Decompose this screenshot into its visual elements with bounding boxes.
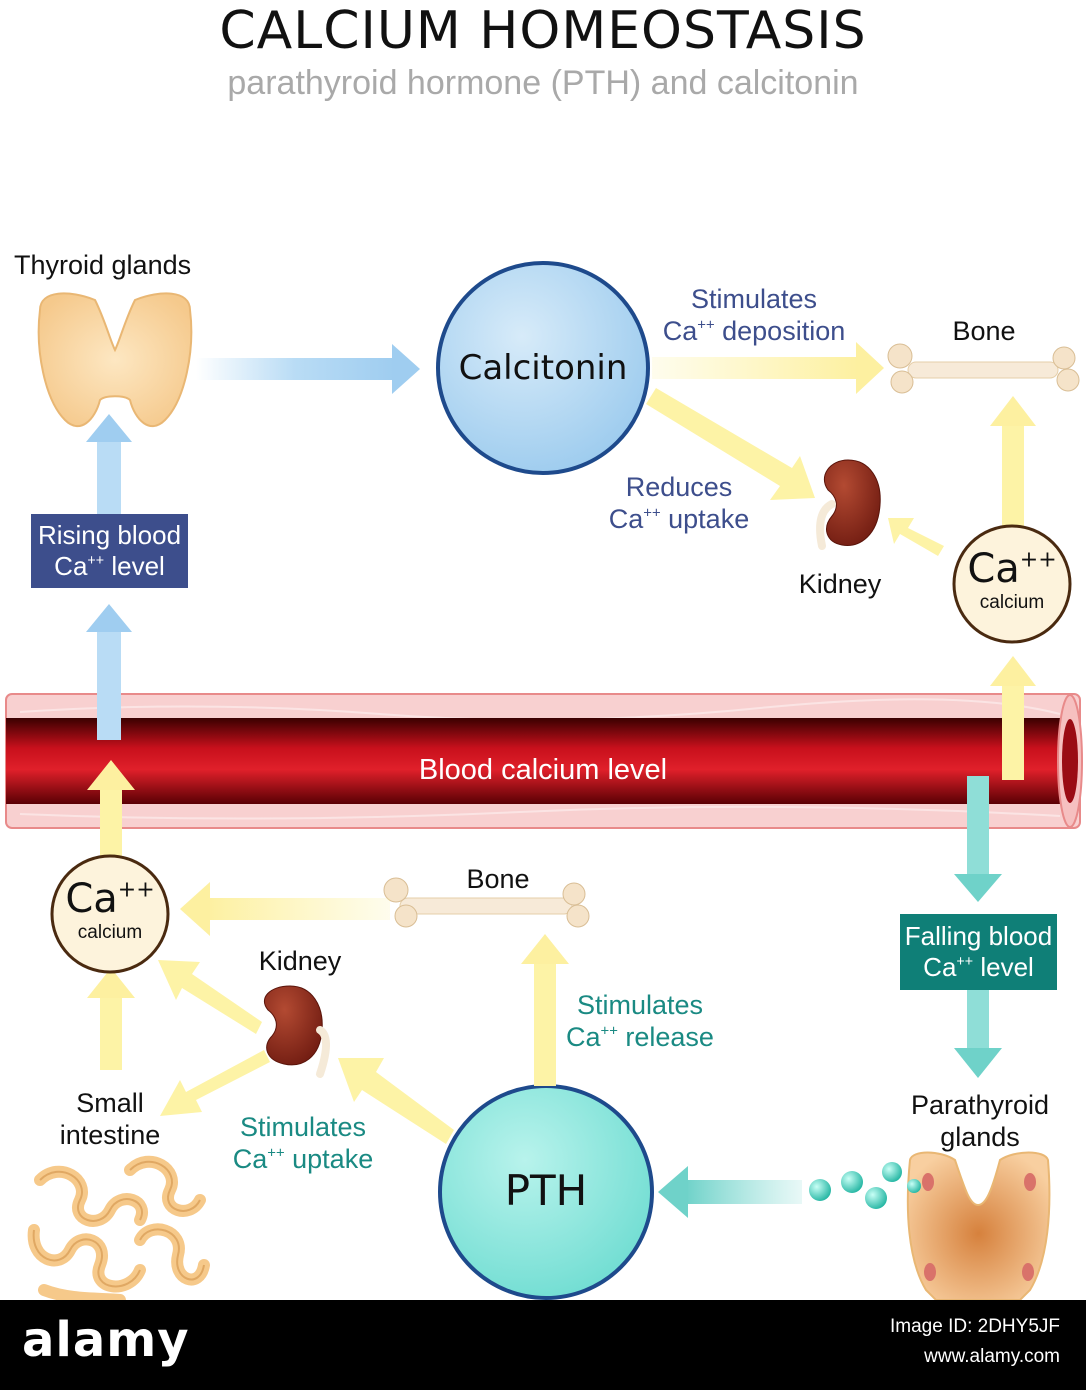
reduces-uptake-line1: Reduces (625, 472, 733, 502)
small-intestine-label-line2: intestine (59, 1120, 161, 1150)
calcium-left-caption: calcium (77, 922, 143, 943)
small-intestine-label-line1: Small (76, 1088, 144, 1118)
calcium-homeostasis-diagram: CALCIUM HOMEOSTASIS parathyroid hormone … (5, 1, 1083, 1300)
rising-box-line2: Ca++ level (54, 551, 165, 581)
arrow-calcium-to-bone-top (990, 396, 1036, 528)
arrow-bone-to-calcium-left (180, 882, 390, 936)
arrow-kidney-to-intestine (160, 1050, 270, 1116)
parathyroid-gland-illustration (906, 1151, 1051, 1300)
thyroid-gland-illustration (37, 292, 193, 428)
stimulates-release-line2: Ca++ release (566, 1022, 714, 1052)
arrow-kidney-to-calcium-left (158, 960, 262, 1034)
calcium-left-symbol: Ca++ (65, 876, 155, 922)
parathyroid-label-line1: Parathyroid (910, 1090, 1050, 1120)
calcitonin-label: Calcitonin (458, 348, 628, 388)
arrow-calcium-left-to-vessel (87, 760, 135, 856)
arrow-calcitonin-to-bone (652, 342, 884, 394)
reduces-uptake-line2: Ca++ uptake (608, 504, 750, 534)
rising-blood-level-box: Rising blood Ca++ level (31, 514, 188, 588)
arrow-pth-to-kidney-bottom (338, 1058, 454, 1144)
arrow-vessel-to-falling-box (954, 776, 1002, 902)
calcium-circle-left (50, 854, 170, 974)
calcium-right-symbol: Ca++ (967, 546, 1057, 592)
bone-top-illustration (887, 343, 1080, 394)
falling-box-line2: Ca++ level (923, 952, 1034, 982)
diagram-subtitle: parathyroid hormone (PTH) and calcitonin (227, 64, 859, 102)
blood-vessel (5, 693, 1083, 829)
kidney-bottom-illustration (263, 985, 330, 1078)
blood-vessel-label: Blood calcium level (418, 754, 668, 786)
bone-bottom-label: Bone (466, 864, 530, 894)
diagram-title: CALCIUM HOMEOSTASIS (219, 1, 867, 61)
bone-top-label: Bone (952, 316, 1016, 346)
stimulates-deposition-line1: Stimulates (690, 284, 818, 314)
arrow-rising-box-to-thyroid (86, 414, 132, 516)
bone-bottom-illustration (383, 877, 590, 928)
pth-label: PTH (504, 1166, 588, 1215)
kidney-top-label: Kidney (798, 569, 882, 599)
arrow-thyroid-to-calcitonin (196, 344, 420, 394)
arrow-intestine-to-calcium-left (87, 968, 135, 1070)
pth-beads (809, 1162, 921, 1209)
arrow-calcitonin-to-kidney (646, 388, 815, 500)
falling-box-line1: Falling blood (904, 920, 1053, 951)
calcium-circle-right (952, 524, 1072, 644)
parathyroid-label-line2: glands (940, 1122, 1020, 1152)
stimulates-release-line1: Stimulates (576, 990, 704, 1020)
falling-blood-level-box: Falling blood Ca++ level (900, 914, 1057, 990)
thyroid-glands-label: Thyroid glands (14, 250, 192, 280)
arrow-vessel-to-calcium-right (990, 656, 1036, 780)
small-intestine-outline (32, 1160, 205, 1288)
diagram-artwork (5, 261, 1083, 1300)
calcium-right-caption: calcium (979, 592, 1045, 613)
calcitonin-circle (436, 261, 650, 475)
stimulates-deposition-line2: Ca++ deposition (662, 316, 846, 346)
kidney-top-illustration (816, 459, 881, 550)
arrow-parathyroid-to-pth (658, 1166, 802, 1218)
alamy-logo: alamy (22, 1312, 190, 1368)
image-id-text: Image ID: 2DHY5JF (890, 1316, 1060, 1337)
arrow-falling-box-to-parathyroid (954, 990, 1002, 1078)
stimulates-uptake-line2: Ca++ uptake (232, 1144, 374, 1174)
arrow-calcium-to-kidney-top (888, 518, 944, 556)
small-intestine-illustration (27, 1155, 210, 1300)
arrow-pth-to-bone-bottom (521, 934, 569, 1086)
rising-box-line1: Rising blood (37, 519, 182, 550)
stimulates-uptake-line1: Stimulates (239, 1112, 367, 1142)
kidney-bottom-label: Kidney (258, 946, 342, 976)
arrow-vessel-to-rising-box (86, 604, 132, 740)
stock-footer-bar: alamy Image ID: 2DHY5JF www.alamy.com (0, 1300, 1086, 1390)
footer-url-text: www.alamy.com (924, 1346, 1060, 1367)
